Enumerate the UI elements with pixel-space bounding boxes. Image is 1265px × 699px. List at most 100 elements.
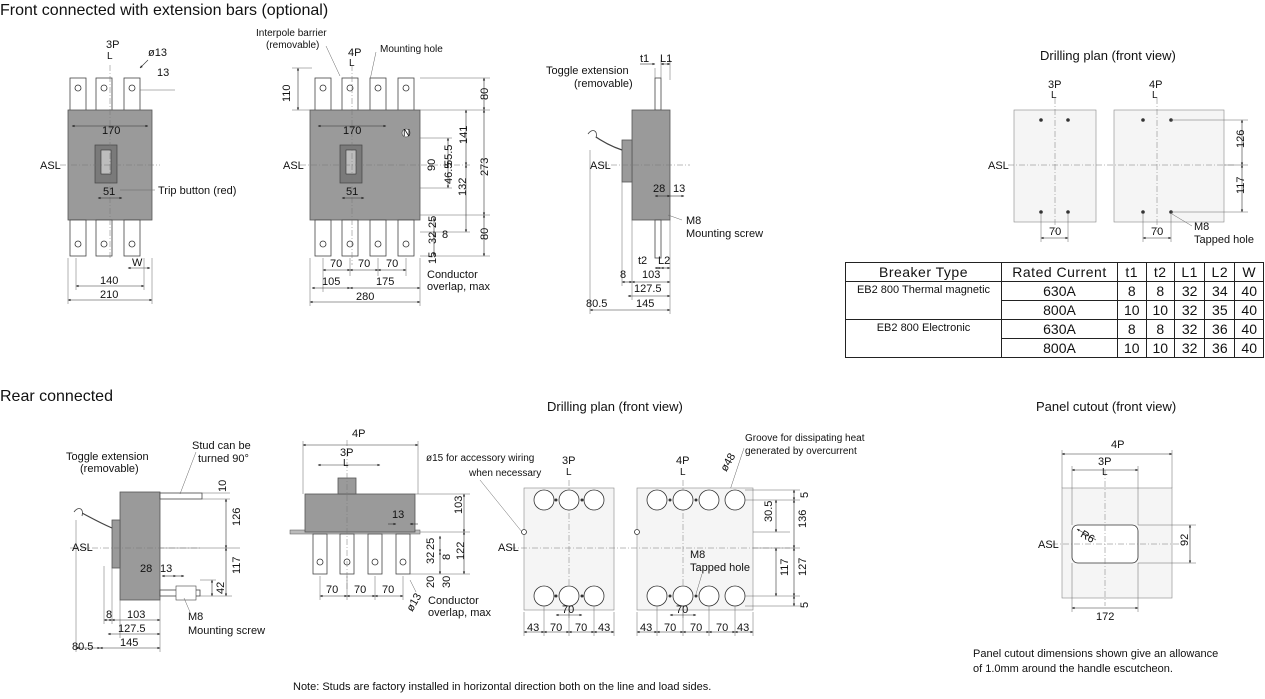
dim-t2: t2	[638, 255, 647, 267]
dim-126-rear: 126	[231, 508, 243, 526]
dim-70-rear-front-b: 70	[354, 584, 366, 596]
table-cell: 10	[1145, 338, 1175, 358]
label-cutout-note-1: Panel cutout dimensions shown give an al…	[973, 648, 1218, 660]
dim-8-4p: 8	[442, 229, 448, 241]
dim-5-bottom: 5	[799, 602, 811, 608]
table-cell: 800A	[1001, 338, 1118, 358]
label-asl-panel: ASL	[1038, 539, 1059, 551]
dim-170-3p: 170	[102, 125, 120, 137]
dim-136: 136	[797, 510, 809, 528]
dim-25-rear-front: 25	[425, 538, 437, 550]
label-asl-side: ASL	[590, 160, 611, 172]
dim-8-rear: 8	[106, 609, 112, 621]
table-cell-type: EB2 800 Thermal magnetic	[845, 281, 1002, 320]
dim-127-side: 127.5	[634, 283, 662, 295]
label-4p-drill-front-l: L	[1152, 90, 1158, 101]
table-cell: 32	[1173, 300, 1206, 320]
dim-90: 90	[426, 159, 438, 171]
panel-cutout: 4P 3P L ASL R6 92 172 Panel cutout dimen…	[973, 439, 1218, 675]
label-mounting-screw-rear: Mounting screw	[188, 625, 265, 637]
label-groove-1: Groove for dissipating heat	[745, 433, 865, 444]
label-phi13-front: ø13	[148, 47, 167, 59]
breaker-type-table: Breaker Type Rated Current t1 t2 L1 L2 W…	[845, 262, 1264, 358]
dim-28-rear: 28	[140, 563, 152, 575]
label-m8-drill-rear: M8	[690, 549, 705, 561]
dim-103-side: 103	[642, 269, 660, 281]
label-stud-2: turned 90°	[198, 453, 249, 465]
dim-4p-b3: 70	[716, 622, 728, 634]
dim-13-side: 13	[673, 183, 685, 195]
label-accessory-wiring-1: ø15 for accessory wiring	[426, 453, 534, 464]
heading-rear-connected: Rear connected	[0, 388, 113, 405]
label-mounting-screw-side: Mounting screw	[686, 228, 763, 240]
dim-117-rear: 117	[231, 556, 243, 574]
dim-32-4p: 32	[427, 232, 439, 244]
dim-13-rear-front: 13	[392, 509, 404, 521]
label-neutral: N	[403, 128, 410, 139]
label-tapped-hole-front: Tapped hole	[1194, 234, 1254, 246]
table-cell: 32	[1173, 319, 1206, 339]
dim-5-top: 5	[799, 492, 811, 498]
label-asl-drill-front: ASL	[988, 160, 1009, 172]
table-cell: 40	[1234, 338, 1264, 358]
table-cell: 40	[1234, 300, 1264, 320]
label-4p-drill-rear-l: L	[680, 467, 686, 478]
dim-70-drill-rear-a: 70	[562, 604, 574, 616]
table-cell: 34	[1204, 281, 1236, 301]
table-header: t2	[1145, 262, 1175, 282]
label-tapped-hole-rear: Tapped hole	[690, 562, 750, 574]
dim-10-rear: 10	[217, 480, 229, 492]
dim-30-5: 30.5	[763, 501, 775, 522]
dim-70-drill-rear-b: 70	[676, 604, 688, 616]
dim-103-rear: 103	[127, 609, 145, 621]
dim-20-rear-front: 20	[425, 576, 437, 588]
label-3p-drill-rear: 3P	[562, 455, 575, 467]
table-cell: 630A	[1001, 281, 1118, 301]
dim-4p-b2: 70	[690, 622, 702, 634]
dim-4p-b1: 70	[664, 622, 676, 634]
dim-80-5-side: 80.5	[586, 298, 607, 310]
dim-103-rear-front: 103	[453, 496, 465, 514]
label-3p-panel: 3P	[1098, 456, 1111, 468]
dim-51-4p: 51	[346, 186, 358, 198]
dim-80-bottom: 80	[479, 228, 491, 240]
dim-13-rear: 13	[160, 563, 172, 575]
label-studs-note: Note: Studs are factory installed in hor…	[293, 681, 711, 693]
dim-280: 280	[356, 291, 374, 303]
table-header: Breaker Type	[845, 262, 1002, 282]
label-mounting-hole: Mounting hole	[380, 44, 443, 55]
dim-28-side: 28	[653, 183, 665, 195]
heading-drilling-plan-front: Drilling plan (front view)	[1040, 48, 1176, 63]
dim-3p-b0: 43	[527, 622, 539, 634]
dim-70-drill-front-b: 70	[1151, 226, 1163, 238]
table-cell: 630A	[1001, 319, 1118, 339]
label-3p-front-l: L	[107, 51, 113, 62]
dim-3p-b1: 70	[550, 622, 562, 634]
label-interpole-removable: (removable)	[266, 40, 319, 51]
dim-42-rear: 42	[215, 582, 227, 594]
label-asl-drill-rear: ASL	[498, 542, 519, 554]
label-phi48: ø48	[718, 451, 738, 473]
label-overlap-max-rear: overlap, max	[428, 607, 491, 619]
rear-front-view: 4P 3P L 103 13 25 32 8 122 20 30 70 70 7…	[289, 428, 491, 619]
dim-l2: L2	[658, 255, 670, 267]
dim-32-rear-front: 32	[425, 552, 437, 564]
label-4p-front-l: L	[349, 58, 355, 69]
table-cell: 8	[1145, 281, 1175, 301]
heading-panel-cutout: Panel cutout (front view)	[1036, 399, 1176, 414]
dim-3p-b2: 70	[575, 622, 587, 634]
label-conductor-rear: Conductor	[428, 595, 479, 607]
dim-145-rear: 145	[120, 637, 138, 649]
label-accessory-wiring-2: when necessary	[468, 468, 541, 479]
table-row: 800A 10 10 32 36 40	[846, 338, 1264, 358]
table-cell: 10	[1117, 300, 1147, 320]
dim-4p-b4: 43	[737, 622, 749, 634]
table-cell: 10	[1145, 300, 1175, 320]
label-phi13-rear: ø13	[404, 591, 424, 613]
table-cell: 36	[1204, 338, 1236, 358]
label-3p-drill-front-l: L	[1051, 90, 1057, 101]
label-4p-rear: 4P	[352, 428, 365, 440]
dim-w: W	[132, 257, 143, 269]
label-asl-3p: ASL	[40, 160, 61, 172]
table-header: L1	[1173, 262, 1206, 282]
